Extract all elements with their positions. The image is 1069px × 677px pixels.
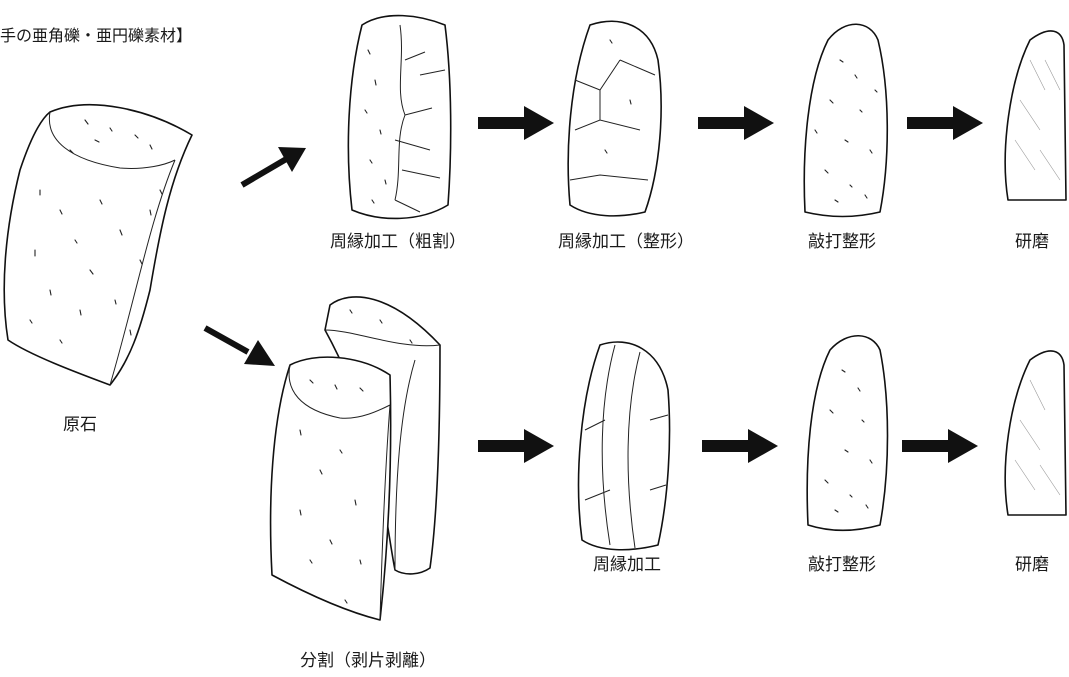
arrow-to-split bbox=[203, 325, 275, 366]
rough-edge-tool bbox=[347, 14, 452, 220]
arrow-bottom-1 bbox=[478, 429, 554, 463]
edge-tool-bottom bbox=[577, 341, 671, 551]
label-shape-edge: 周縁加工（整形） bbox=[558, 232, 694, 252]
label-rough-edge: 周縁加工（粗割） bbox=[330, 232, 466, 252]
arrow-bottom-3 bbox=[902, 429, 978, 463]
shaped-tool-top bbox=[567, 20, 662, 217]
label-grind-bottom: 研磨 bbox=[1015, 555, 1049, 575]
label-raw-stone: 原石 bbox=[63, 415, 97, 435]
arrow-top-3 bbox=[907, 106, 983, 140]
diagram-title: 手の亜角礫・亜円礫素材】 bbox=[0, 26, 193, 45]
pecked-tool-top bbox=[803, 23, 889, 218]
ground-tool-top bbox=[1004, 30, 1067, 201]
arrow-top-2 bbox=[698, 106, 774, 140]
arrow-bottom-2 bbox=[702, 429, 778, 463]
arrow-top-1 bbox=[478, 106, 554, 140]
label-peck-bottom: 敲打整形 bbox=[808, 555, 876, 575]
raw-stone-illustration bbox=[3, 103, 193, 386]
split-blocks-illustration bbox=[269, 296, 441, 621]
pecked-tool-bottom bbox=[806, 335, 889, 531]
label-peck-top: 敲打整形 bbox=[808, 232, 876, 252]
label-split: 分割（剥片剥離） bbox=[300, 651, 436, 671]
label-grind-top: 研磨 bbox=[1015, 232, 1049, 252]
arrow-to-rough bbox=[240, 147, 306, 188]
label-edge-bottom: 周縁加工 bbox=[593, 555, 661, 575]
ground-tool-bottom bbox=[1004, 350, 1067, 516]
